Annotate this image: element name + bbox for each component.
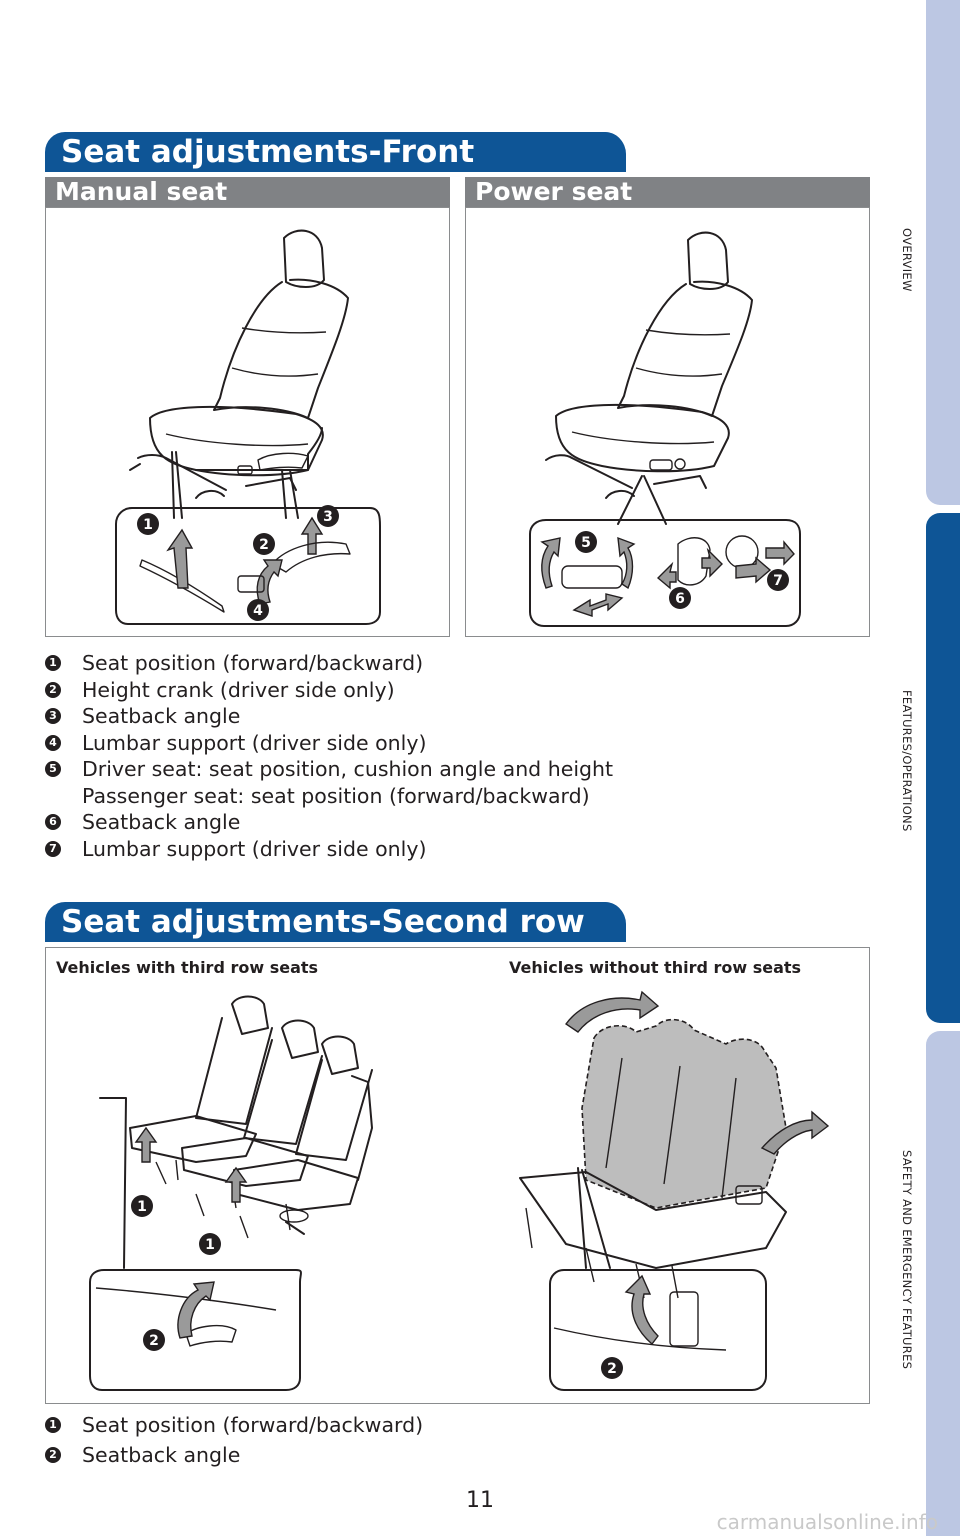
tab-safety-emergency-label: SAFETY AND EMERGENCY FEATURES	[900, 1150, 914, 1370]
second-row-illustration: Vehicles with third row seats Vehicles w…	[45, 947, 870, 1404]
watermark: carmanualsonline.info	[716, 1510, 938, 1534]
legend-item-5-continued: Passenger seat: seat position (forward/b…	[82, 783, 590, 808]
manual-seat-label: Manual seat	[45, 177, 450, 207]
second-row-marker-2-left: 2	[149, 1333, 159, 1349]
power-marker-7: 7	[773, 573, 783, 589]
tab-features-operations[interactable]	[926, 513, 960, 1023]
power-seat-label: Power seat	[465, 177, 870, 207]
manual-marker-1: 1	[143, 517, 153, 533]
power-seat-illustration: 5 6 7	[465, 207, 870, 637]
second-row-marker-1b: 1	[205, 1237, 215, 1253]
power-marker-5: 5	[581, 535, 591, 551]
tab-safety-emergency[interactable]	[926, 1031, 960, 1536]
front-section-title: Seat adjustments-Front	[45, 132, 626, 172]
second-row-section-title: Seat adjustments-Second row seats	[45, 902, 626, 980]
second-row-marker-2-right: 2	[607, 1361, 617, 1377]
power-marker-6: 6	[675, 591, 685, 607]
manual-marker-2: 2	[259, 537, 269, 553]
tab-features-operations-label: FEATURES/OPERATIONS	[900, 690, 914, 832]
manual-marker-3: 3	[323, 509, 333, 525]
caption-with-third-row: Vehicles with third row seats	[56, 958, 319, 977]
manual-marker-4: 4	[253, 603, 263, 619]
tab-overview[interactable]	[926, 0, 960, 505]
tab-overview-label: OVERVIEW	[900, 228, 914, 292]
manual-seat-illustration: 1 2 3 4	[45, 207, 450, 637]
page-number: 11	[466, 1488, 494, 1513]
second-row-marker-1a: 1	[137, 1199, 147, 1215]
caption-without-third-row: Vehicles without third row seats	[509, 958, 802, 977]
side-navigation-tabs: OVERVIEW FEATURES/OPERATIONS SAFETY AND …	[872, 0, 960, 1536]
